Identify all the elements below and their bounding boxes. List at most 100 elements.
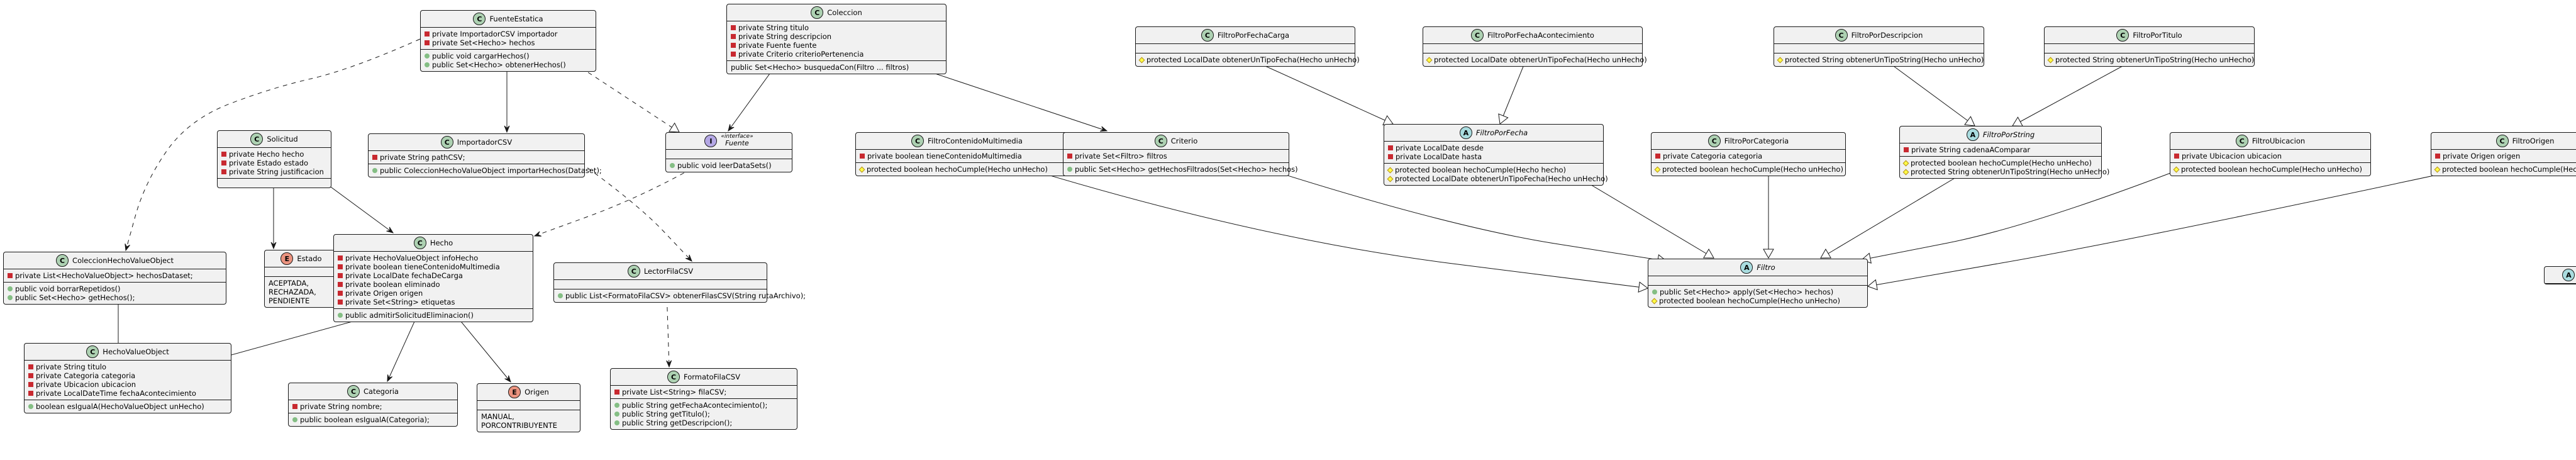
fields-section bbox=[554, 280, 767, 289]
public-visibility-icon bbox=[338, 313, 343, 318]
public-visibility-icon bbox=[8, 286, 13, 291]
methods-section: public String getFechaAcontecimiento();p… bbox=[611, 399, 797, 429]
class-box-ad-partial[interactable]: AAd bbox=[2544, 266, 2576, 284]
field-row: private LocalDateTime fechaAcontecimient… bbox=[28, 389, 227, 398]
method-text: public void cargarHechos() bbox=[432, 52, 530, 60]
field-text: private LocalDate desde bbox=[1396, 143, 1484, 152]
methods-section: protected boolean hechoCumple(Hecho unHe… bbox=[856, 163, 1078, 176]
method-text: protected String obtenerUnTipoString(Hec… bbox=[1785, 55, 1984, 64]
field-text: private HechoValueObject infoHecho bbox=[345, 254, 479, 262]
field-text: private Hecho hecho bbox=[229, 150, 304, 159]
field-row: private HechoValueObject infoHecho bbox=[338, 254, 529, 262]
enum-literals: MANUAL,PORCONTRIBUYENTE bbox=[477, 410, 580, 432]
private-visibility-icon bbox=[731, 34, 736, 39]
class-name: Solicitud bbox=[267, 135, 298, 143]
hollow-triangle-arrowhead bbox=[1498, 113, 1509, 125]
private-visibility-icon bbox=[8, 273, 13, 278]
class-header: I«interface»Fuente bbox=[666, 133, 792, 150]
method-row: protected boolean hechoCumple(Hecho hech… bbox=[1387, 165, 1599, 174]
field-text: private Ubicacion ubicacion bbox=[2182, 152, 2282, 160]
fields-section bbox=[1423, 44, 1642, 53]
hollow-triangle-arrowhead bbox=[2012, 116, 2023, 126]
class-kind-icon: C bbox=[811, 6, 824, 19]
public-visibility-icon bbox=[425, 53, 430, 59]
methods-section: boolean esIgualA(HechoValueObject unHech… bbox=[25, 400, 231, 413]
method-row: public void borrarRepetidos() bbox=[8, 284, 222, 293]
class-name: FuenteEstatica bbox=[489, 14, 543, 23]
association-edge-hecho-to-categoria bbox=[387, 314, 418, 382]
method-text: public boolean esIgualA(Categoria); bbox=[300, 415, 430, 424]
field-row: private String titulo bbox=[28, 362, 227, 371]
class-kind-icon: C bbox=[2496, 135, 2509, 147]
private-visibility-icon bbox=[731, 52, 736, 57]
field-text: private List<String> filaCSV; bbox=[622, 388, 727, 396]
field-text: private Set<Filtro> filtros bbox=[1075, 152, 1167, 160]
field-text: private Categoria categoria bbox=[1663, 152, 1763, 160]
method-text: protected String obtenerUnTipoString(Hec… bbox=[1911, 167, 2110, 176]
class-kind-icon: A bbox=[2562, 269, 2575, 281]
methods-section: protected boolean hechoCumple(Hecho unHe… bbox=[1900, 157, 2109, 178]
class-name: FiltroPorTitulo bbox=[2133, 31, 2182, 40]
methods-section: public void leerDataSets() bbox=[666, 159, 792, 172]
method-text: public Set<Hecho> getHechosFiltrados(Set… bbox=[1075, 165, 1298, 174]
methods-section: public List<FormatoFilaCSV> obtenerFilas… bbox=[554, 289, 806, 302]
hollow-triangle-arrowhead bbox=[1867, 279, 1878, 291]
methods-section bbox=[218, 179, 331, 188]
inheritance-edge-filtro-ubicacion-to-filtro bbox=[1861, 165, 2189, 261]
field-row: private List<String> filaCSV; bbox=[614, 388, 793, 396]
private-visibility-icon bbox=[221, 152, 226, 157]
class-name: ImportadorCSV bbox=[457, 138, 513, 147]
enum-literal: PENDIENTE bbox=[269, 296, 310, 305]
method-row: protected String obtenerUnTipoString(Hec… bbox=[2047, 55, 2254, 64]
field-row: private boolean tieneContenidoMultimedia bbox=[860, 152, 1074, 160]
method-text: protected boolean hechoCumple(Hecho unHe… bbox=[867, 165, 1048, 174]
protected-visibility-icon bbox=[858, 166, 865, 172]
fields-section: private Ubicacion ubicacion bbox=[2170, 150, 2370, 163]
field-text: private LocalDateTime fechaAcontecimient… bbox=[36, 389, 196, 398]
field-text: private Criterio criterioPertenencia bbox=[738, 50, 864, 59]
fields-section: private String nombre; bbox=[289, 400, 457, 413]
protected-visibility-icon bbox=[1654, 166, 1661, 172]
protected-visibility-icon bbox=[1387, 167, 1394, 173]
public-visibility-icon bbox=[292, 417, 297, 422]
class-box-fuente[interactable]: I«interface»Fuente public void leerDataSe… bbox=[665, 132, 792, 172]
private-visibility-icon bbox=[425, 31, 430, 36]
methods-section: public admitirSolicitudEliminacion() bbox=[334, 309, 533, 322]
protected-visibility-icon bbox=[2434, 166, 2441, 172]
class-kind-icon: C bbox=[440, 136, 453, 149]
private-visibility-icon bbox=[338, 291, 343, 296]
class-name: Estado bbox=[297, 254, 322, 263]
method-text: public List<FormatoFilaCSV> obtenerFilas… bbox=[565, 291, 806, 300]
private-visibility-icon bbox=[28, 364, 33, 369]
protected-visibility-icon bbox=[2173, 166, 2180, 172]
